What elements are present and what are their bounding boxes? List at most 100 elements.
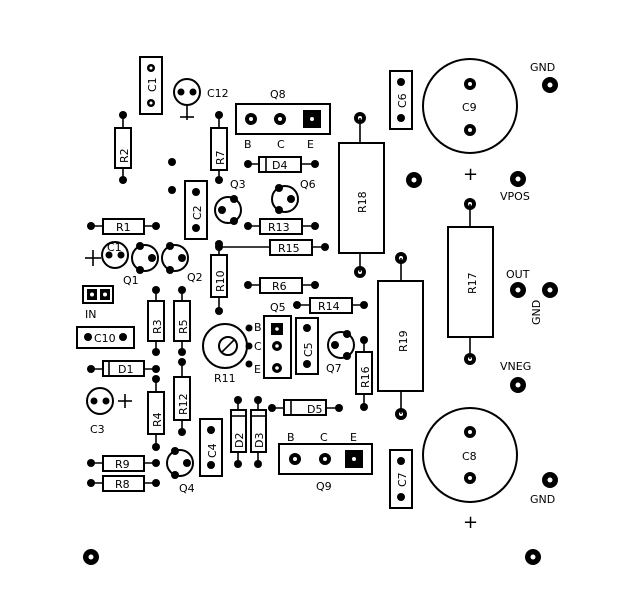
svg-text:R10: R10: [214, 270, 227, 292]
svg-text:Q2: Q2: [187, 271, 203, 284]
transistor-q5: Q5 B C E: [254, 301, 292, 379]
resistor-r5: R5: [173, 286, 191, 356]
svg-text:E: E: [307, 138, 314, 151]
capacitor-c2: C2: [184, 180, 208, 240]
svg-text:C2: C2: [191, 205, 204, 220]
svg-text:C6: C6: [396, 93, 409, 108]
svg-text:+: +: [463, 164, 478, 185]
svg-text:E: E: [254, 363, 261, 376]
terminal-vneg: VNEG: [500, 360, 531, 393]
svg-text:C9: C9: [462, 101, 477, 114]
svg-text:C4: C4: [206, 443, 219, 458]
svg-text:C: C: [320, 431, 328, 444]
resistor-r16: R16: [355, 336, 373, 411]
svg-text:R3: R3: [151, 319, 164, 334]
transistor-q1: Q1: [123, 242, 159, 287]
resistor-r14: R14: [293, 297, 368, 314]
diode-d4: D4: [244, 156, 319, 173]
resistor-r15: R15: [215, 239, 329, 256]
svg-text:D3: D3: [253, 433, 266, 448]
svg-text:E: E: [350, 431, 357, 444]
transistor-q2: Q2: [161, 242, 203, 284]
svg-text:B: B: [287, 431, 295, 444]
transistor-q6: Q6: [271, 178, 316, 214]
svg-text:R14: R14: [318, 300, 340, 313]
svg-text:R2: R2: [118, 148, 131, 163]
capacitor-c4: C4: [199, 418, 223, 477]
capacitor-c9: C9 +: [422, 58, 518, 185]
svg-text:R7: R7: [214, 150, 227, 165]
resistor-r8: R8: [87, 475, 160, 492]
svg-text:Q1: Q1: [123, 274, 139, 287]
capacitor-c1-electrolytic: C1: [85, 241, 129, 269]
transistor-q7: Q7: [326, 330, 355, 375]
svg-text:Q7: Q7: [326, 362, 342, 375]
svg-text:C5: C5: [302, 342, 315, 357]
svg-text:R15: R15: [278, 242, 300, 255]
terminal-out: OUT GND: [506, 268, 558, 325]
svg-text:C1: C1: [107, 241, 122, 254]
capacitor-c1-top: C1: [139, 56, 163, 115]
label-gnd-top: GND: [530, 61, 555, 74]
capacitor-c12: C12: [173, 78, 229, 120]
terminal-vpos: VPOS: [500, 171, 530, 203]
label-c12: C12: [207, 87, 229, 100]
resistor-r18: R18: [338, 112, 385, 278]
svg-text:C3: C3: [90, 423, 105, 436]
label-out: OUT: [506, 268, 530, 281]
terminal-gnd-bottom: GND: [530, 472, 558, 506]
transistor-q8: Q8 B C E: [235, 88, 331, 151]
resistor-r3: R3: [147, 286, 165, 356]
svg-text:C: C: [254, 340, 262, 353]
svg-text:+: +: [463, 512, 478, 533]
svg-text:Q9: Q9: [316, 480, 332, 493]
svg-text:R1: R1: [116, 221, 131, 234]
resistor-r10: R10: [210, 240, 228, 315]
svg-text:R18: R18: [356, 191, 369, 213]
svg-text:C8: C8: [462, 450, 477, 463]
terminal-gnd-top: GND: [530, 61, 558, 93]
resistor-r7: R7: [210, 111, 228, 184]
resistor-r19: R19: [377, 252, 424, 420]
svg-text:R8: R8: [115, 478, 130, 491]
svg-text:B: B: [244, 138, 252, 151]
resistor-r4: R4: [147, 375, 165, 451]
transistor-q9: B C E Q9: [278, 431, 373, 493]
resistor-r9: R9: [87, 455, 160, 472]
diode-d1: D1: [87, 360, 160, 377]
diode-d2: D2: [230, 396, 247, 468]
svg-text:Q6: Q6: [300, 178, 316, 191]
svg-text:R19: R19: [397, 330, 410, 352]
capacitor-c5: C5: [295, 317, 319, 375]
label-gnd-mid: GND: [530, 300, 543, 325]
resistor-r13: R13: [244, 218, 319, 235]
stray-pads: [168, 158, 176, 194]
svg-text:Q3: Q3: [230, 178, 246, 191]
svg-text:D5: D5: [307, 403, 322, 416]
svg-text:R12: R12: [177, 393, 190, 415]
svg-text:R13: R13: [268, 221, 290, 234]
svg-text:C7: C7: [396, 472, 409, 487]
resistor-r2: R2: [114, 111, 132, 184]
trimmer-r11: R11: [202, 323, 253, 385]
capacitor-c3: C3: [86, 387, 132, 436]
svg-text:Q4: Q4: [179, 482, 195, 495]
svg-text:D2: D2: [233, 433, 246, 448]
svg-text:R5: R5: [177, 319, 190, 334]
svg-text:Q8: Q8: [270, 88, 286, 101]
svg-text:B: B: [254, 321, 262, 334]
capacitor-c7: C7: [389, 449, 413, 509]
label-vneg: VNEG: [500, 360, 531, 373]
label-vpos: VPOS: [500, 190, 530, 203]
resistor-r12: R12: [173, 358, 191, 436]
mounting-holes: [83, 172, 541, 565]
svg-text:C10: C10: [94, 332, 116, 345]
resistor-r6: R6: [244, 277, 319, 294]
diode-d5: D5: [268, 399, 343, 416]
svg-text:R4: R4: [151, 412, 164, 427]
svg-text:D1: D1: [118, 363, 133, 376]
capacitor-c6: C6: [389, 70, 413, 130]
diode-d3: D3: [250, 396, 267, 468]
svg-text:R11: R11: [214, 372, 236, 385]
